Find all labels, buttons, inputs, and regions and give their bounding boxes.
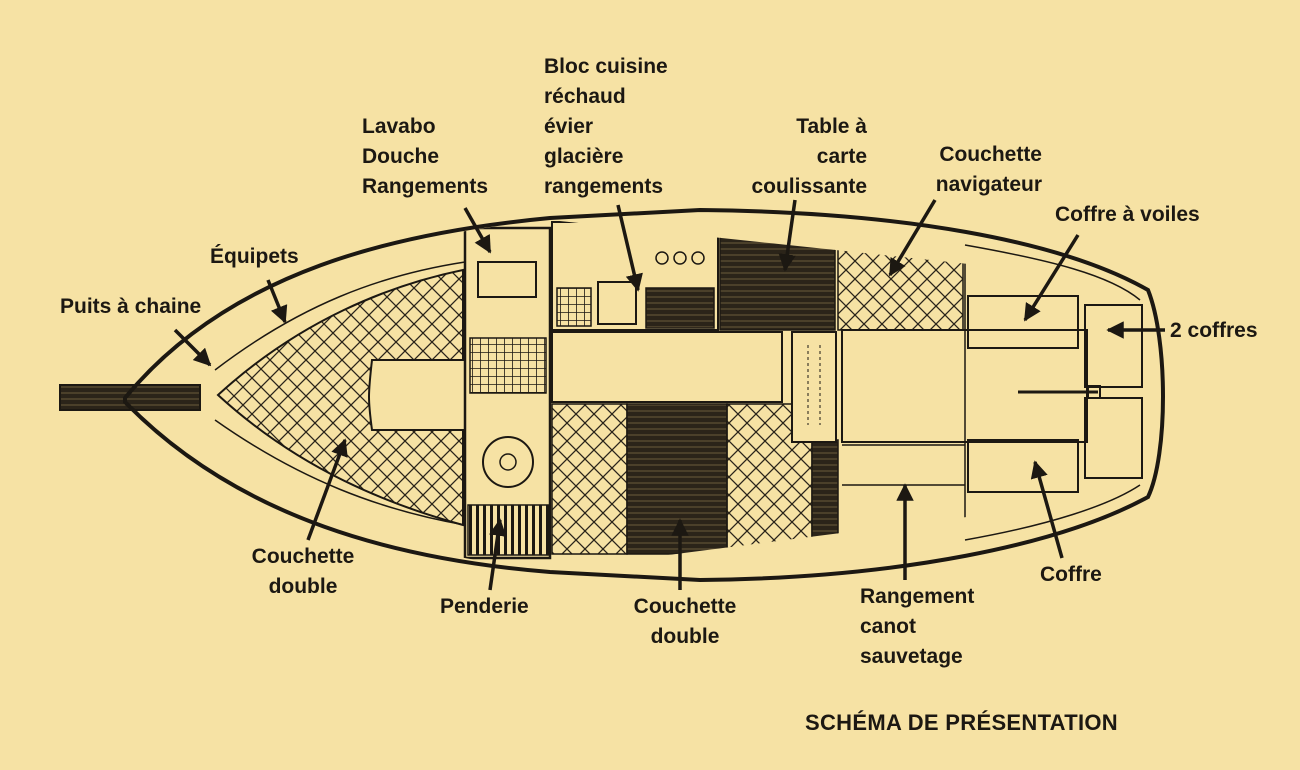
leader-arrows [173, 199, 1165, 591]
label-coffre: Coffre [1040, 563, 1102, 586]
label-coffre-voiles: Coffre à voiles [1055, 203, 1200, 226]
aft-locker-bottom [1084, 397, 1143, 479]
diagram-caption: SCHÉMA DE PRÉSENTATION [805, 710, 1118, 735]
sink [597, 281, 637, 325]
label-table-carte: Table à carte coulissante [751, 115, 867, 198]
label-equipets: Équipets [210, 245, 299, 268]
label-couchette-avant: Couchette double [251, 545, 355, 598]
washbasin [477, 261, 537, 298]
cockpit-locker [967, 439, 1079, 493]
saloon-table [551, 331, 783, 403]
sail-locker [967, 295, 1079, 349]
label-2-coffres: 2 coffres [1170, 319, 1258, 342]
label-couchette-centrale: Couchette double [633, 595, 737, 648]
central-berth-middle [626, 403, 728, 555]
shower-grate [469, 337, 547, 394]
forward-berth [216, 268, 464, 527]
label-penderie: Penderie [440, 595, 529, 618]
head-compartment [463, 226, 552, 560]
hull-outline [123, 207, 1165, 583]
aft-locker-top [1084, 304, 1143, 388]
central-berth-left [551, 403, 628, 555]
stove [645, 287, 715, 329]
label-rangement-canot: Rangement canot sauvetage [860, 585, 975, 668]
label-lavabo: Lavabo Douche Rangements [362, 115, 489, 198]
toilet [482, 436, 534, 488]
sliding-table-panel [791, 331, 837, 443]
label-bloc-cuisine: Bloc cuisine réchaud évier glacière rang… [544, 55, 668, 198]
navigator-berth [837, 220, 964, 331]
label-puits-chaine: Puits à chaine [60, 295, 202, 318]
label-couchette-navigateur: Couchette navigateur [935, 143, 1042, 196]
chart-table [719, 220, 836, 331]
wardrobe [467, 504, 551, 556]
galley-grate [556, 287, 592, 327]
deck-line [214, 244, 1141, 541]
